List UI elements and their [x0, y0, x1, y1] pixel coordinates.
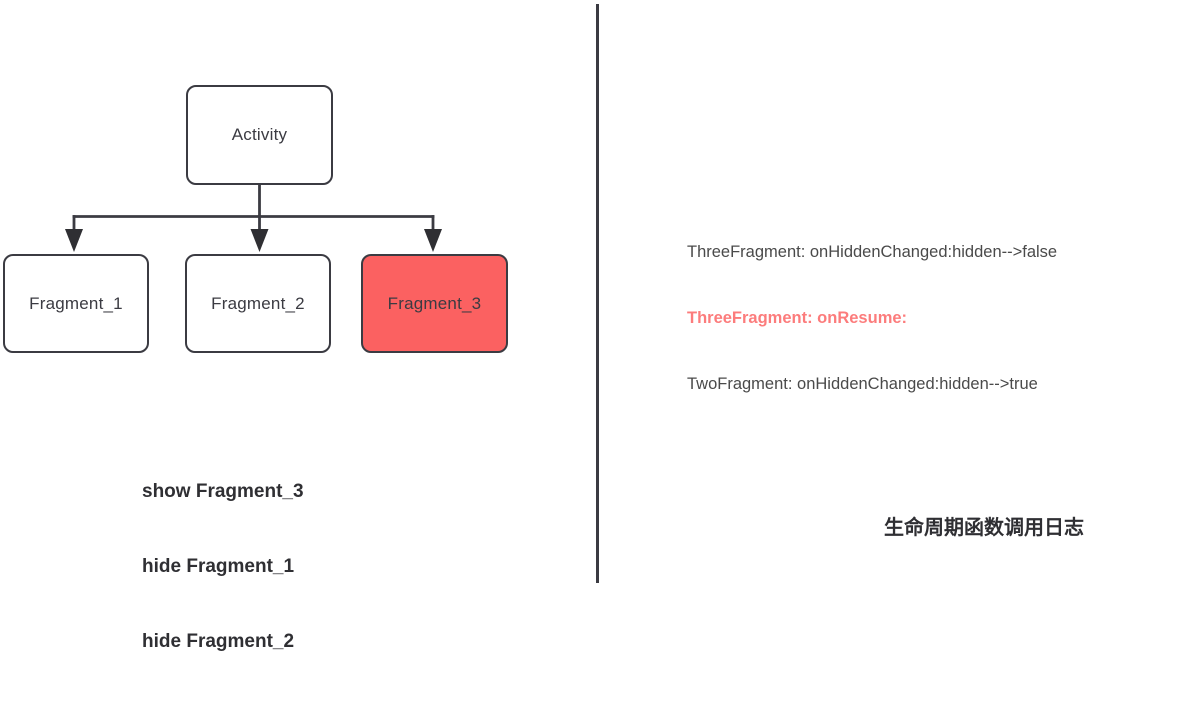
node-fragment-3-label: Fragment_3 [387, 293, 482, 313]
log-panel-caption: 生命周期函数调用日志 [884, 517, 1084, 539]
node-fragment-2[interactable]: Fragment_2 [185, 254, 331, 353]
arrow-head-fragment-3 [424, 229, 442, 252]
diagram-caption: show Fragment_3 hide Fragment_1 hide Fra… [142, 429, 304, 704]
lifecycle-log-output: ThreeFragment: onHiddenChanged:hidden-->… [687, 197, 1057, 439]
arrow-head-fragment-2 [250, 229, 269, 252]
log-line: TwoFragment: onHiddenChanged:hidden-->tr… [687, 375, 1038, 393]
log-line: ThreeFragment: onHiddenChanged:hidden-->… [687, 243, 1058, 261]
diagram-caption-line: hide Fragment_1 [142, 556, 295, 577]
arrow-head-fragment-1 [65, 229, 83, 252]
panel-divider [596, 4, 599, 583]
node-fragment-1[interactable]: Fragment_1 [3, 254, 149, 353]
node-fragment-1-label: Fragment_1 [29, 293, 123, 313]
arrowheads [65, 229, 442, 252]
node-fragment-3[interactable]: Fragment_3 [361, 254, 508, 353]
node-activity-label: Activity [231, 125, 288, 144]
diagram-caption-line: hide Fragment_2 [142, 631, 295, 652]
activity-to-fragments-connector [65, 183, 442, 252]
log-line-highlighted: ThreeFragment: onResume: [687, 309, 908, 327]
node-fragment-2-label: Fragment_2 [211, 293, 305, 313]
diagram-caption-line: show Fragment_3 [142, 481, 304, 502]
diagram-canvas: Activity Fragment_1 Fragment_2 Fragment_… [3, 4, 1084, 652]
node-activity[interactable]: Activity [186, 85, 333, 185]
